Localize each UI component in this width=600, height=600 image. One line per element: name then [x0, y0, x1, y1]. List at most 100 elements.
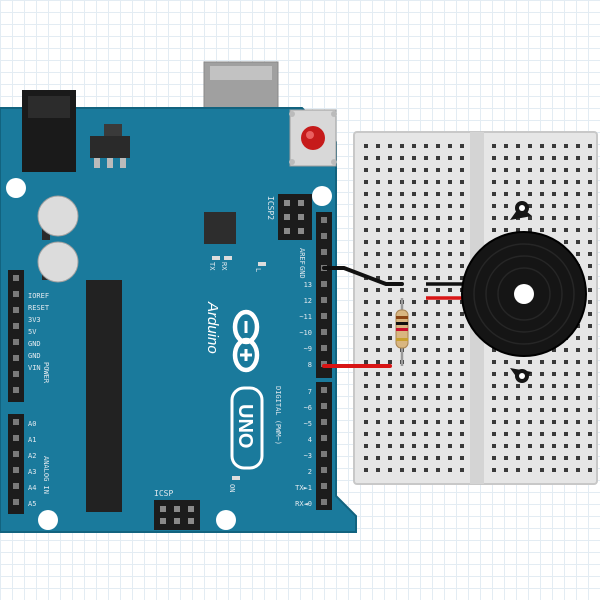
breadboard-hole: [400, 144, 404, 148]
breadboard-hole: [364, 444, 368, 448]
breadboard-hole: [528, 360, 532, 364]
pin-label: A2: [28, 452, 36, 460]
breadboard-hole: [504, 408, 508, 412]
header-pin: [13, 435, 19, 441]
breadboard-hole: [448, 264, 452, 268]
breadboard-hole: [412, 180, 416, 184]
breadboard-hole: [364, 324, 368, 328]
breadboard-hole: [412, 192, 416, 196]
breadboard-hole: [364, 312, 368, 316]
breadboard-hole: [412, 456, 416, 460]
breadboard-hole: [388, 288, 392, 292]
breadboard-hole: [376, 216, 380, 220]
breadboard-hole: [376, 420, 380, 424]
breadboard-hole: [424, 420, 428, 424]
breadboard-hole: [460, 204, 464, 208]
breadboard-hole: [540, 216, 544, 220]
breadboard-hole: [588, 240, 592, 244]
breadboard-hole: [412, 252, 416, 256]
breadboard-hole: [412, 276, 416, 280]
breadboard-hole: [448, 360, 452, 364]
breadboard-hole: [588, 360, 592, 364]
breadboard-hole: [448, 324, 452, 328]
breadboard-hole: [412, 324, 416, 328]
breadboard-hole: [460, 336, 464, 340]
breadboard-hole: [516, 156, 520, 160]
breadboard-hole: [424, 444, 428, 448]
breadboard-hole: [436, 252, 440, 256]
breadboard-hole: [448, 468, 452, 472]
breadboard-hole: [588, 216, 592, 220]
breadboard-hole: [436, 180, 440, 184]
breadboard-hole: [504, 228, 508, 232]
breadboard-hole: [364, 240, 368, 244]
breadboard-hole: [588, 252, 592, 256]
breadboard-hole: [436, 240, 440, 244]
breadboard-hole: [448, 336, 452, 340]
pin-label: ~3: [304, 452, 312, 460]
breadboard-hole: [528, 228, 532, 232]
breadboard-hole: [448, 300, 452, 304]
breadboard-hole: [412, 432, 416, 436]
breadboard-hole: [448, 444, 452, 448]
analog-header: [8, 414, 24, 514]
header-pin: [321, 233, 327, 239]
breadboard-hole: [424, 228, 428, 232]
breadboard-hole: [436, 276, 440, 280]
breadboard-hole: [388, 348, 392, 352]
breadboard-hole: [424, 372, 428, 376]
breadboard-hole: [540, 468, 544, 472]
breadboard-hole: [436, 204, 440, 208]
breadboard-hole: [376, 372, 380, 376]
breadboard-hole: [492, 144, 496, 148]
breadboard-hole: [412, 360, 416, 364]
pin-label: 5V: [28, 328, 37, 336]
breadboard-hole: [436, 216, 440, 220]
breadboard-hole: [552, 228, 556, 232]
breadboard-hole: [376, 264, 380, 268]
breadboard-hole: [540, 384, 544, 388]
breadboard-hole: [588, 384, 592, 388]
breadboard-hole: [376, 288, 380, 292]
breadboard-hole: [364, 168, 368, 172]
breadboard-hole: [412, 396, 416, 400]
breadboard-hole: [504, 192, 508, 196]
breadboard-hole: [376, 228, 380, 232]
breadboard-hole: [412, 468, 416, 472]
breadboard-hole: [400, 288, 404, 292]
header-pin: [321, 345, 327, 351]
breadboard-hole: [540, 360, 544, 364]
breadboard-hole: [400, 396, 404, 400]
breadboard-hole: [436, 396, 440, 400]
breadboard-hole: [448, 432, 452, 436]
breadboard-hole: [364, 396, 368, 400]
pin-label: VIN: [28, 364, 41, 372]
pin-label: ~9: [304, 345, 312, 353]
breadboard-hole: [364, 360, 368, 364]
breadboard-hole: [588, 444, 592, 448]
header-pin: [13, 419, 19, 425]
breadboard-hole: [540, 192, 544, 196]
breadboard-hole: [576, 372, 580, 376]
breadboard-hole: [492, 468, 496, 472]
breadboard-hole: [504, 204, 508, 208]
breadboard-hole: [528, 408, 532, 412]
header-pin: [13, 323, 19, 329]
breadboard-hole: [412, 312, 416, 316]
header-pin: [13, 483, 19, 489]
breadboard-hole: [576, 252, 580, 256]
breadboard-hole: [540, 420, 544, 424]
breadboard-hole: [400, 420, 404, 424]
breadboard-hole: [504, 216, 508, 220]
breadboard-hole: [424, 216, 428, 220]
breadboard-hole: [576, 156, 580, 160]
breadboard-hole: [460, 312, 464, 316]
breadboard-hole: [460, 228, 464, 232]
breadboard-hole: [576, 444, 580, 448]
breadboard-hole: [516, 180, 520, 184]
arduino-logo: [232, 309, 260, 373]
breadboard-hole: [460, 420, 464, 424]
breadboard-hole: [460, 192, 464, 196]
breadboard-hole: [412, 372, 416, 376]
arduino-board: ICSP2 TX RX L Arduino UNO ON ICSP: [0, 61, 357, 533]
